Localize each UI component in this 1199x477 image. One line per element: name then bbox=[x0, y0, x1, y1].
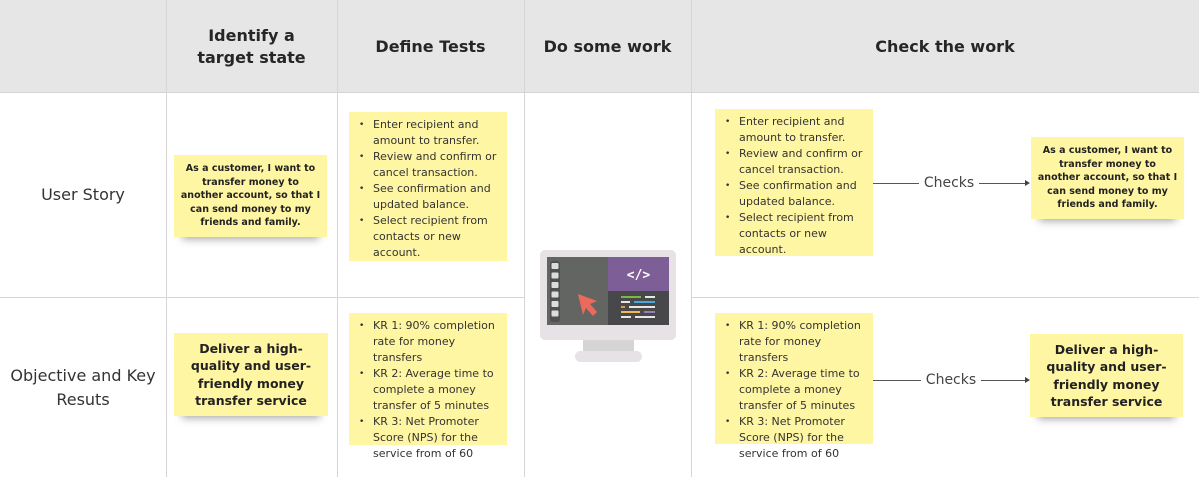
row-divider bbox=[0, 297, 524, 298]
list-item: KR 3: Net Promoter Score (NPS) for the s… bbox=[359, 414, 503, 462]
row-divider bbox=[691, 297, 1199, 298]
column-header-tests: Define Tests bbox=[375, 36, 486, 56]
list-item: Review and confirm or cancel transaction… bbox=[359, 149, 503, 181]
tests-list: KR 1: 90% completion rate for money tran… bbox=[715, 313, 873, 466]
sticky-note-check-tests-okr[interactable]: KR 1: 90% completion rate for money tran… bbox=[715, 313, 873, 460]
column-divider bbox=[337, 0, 338, 477]
tests-list: Enter recipient and amount to transfer. … bbox=[349, 112, 507, 265]
tests-list: KR 1: 90% completion rate for money tran… bbox=[349, 313, 507, 466]
svg-text:</>: </> bbox=[627, 268, 651, 283]
list-item: KR 1: 90% completion rate for money tran… bbox=[359, 318, 503, 366]
checks-connector-user-story[interactable]: Checks bbox=[873, 175, 1030, 191]
sticky-note-check-target-user-story[interactable]: As a customer, I want to transfer money … bbox=[1031, 137, 1184, 219]
column-divider bbox=[524, 0, 525, 477]
list-item: KR 1: 90% completion rate for money tran… bbox=[725, 318, 869, 366]
list-item: KR 3: Net Promoter Score (NPS) for the s… bbox=[725, 414, 869, 462]
list-item: See confirmation and updated balance. bbox=[725, 178, 869, 210]
header-band bbox=[0, 0, 1199, 93]
list-item: Enter recipient and amount to transfer. bbox=[359, 117, 503, 149]
list-item: KR 2: Average time to complete a money t… bbox=[359, 366, 503, 414]
row-label-user-story: User Story bbox=[41, 185, 125, 204]
column-header-work: Do some work bbox=[543, 36, 672, 56]
sticky-note-tests-okr[interactable]: KR 1: 90% completion rate for money tran… bbox=[349, 313, 507, 460]
list-item: Review and confirm or cancel transaction… bbox=[725, 146, 869, 178]
list-item: See confirmation and updated balance. bbox=[359, 181, 503, 213]
connector-label: Checks bbox=[925, 372, 977, 388]
list-item: Enter recipient and amount to transfer. bbox=[725, 114, 869, 146]
column-header-target: Identify a target state bbox=[197, 25, 306, 67]
sticky-note-tests-user-story[interactable]: Enter recipient and amount to transfer. … bbox=[349, 112, 507, 261]
list-item: Select recipient from contacts or new ac… bbox=[725, 210, 869, 258]
connector-label: Checks bbox=[923, 175, 975, 191]
sticky-note-check-tests-user-story[interactable]: Enter recipient and amount to transfer. … bbox=[715, 109, 873, 256]
row-label-okr: Objective and Key Resuts bbox=[10, 366, 156, 409]
list-item: Select recipient from contacts or new ac… bbox=[359, 213, 503, 261]
arrow-right-icon bbox=[1025, 180, 1030, 186]
sticky-note-check-target-okr[interactable]: Deliver a high-quality and user-friendly… bbox=[1030, 334, 1183, 417]
arrow-right-icon bbox=[1025, 377, 1030, 383]
sticky-note-target-user-story[interactable]: As a customer, I want to transfer money … bbox=[174, 155, 327, 237]
column-header-check: Check the work bbox=[875, 36, 1015, 56]
sticky-note-target-okr[interactable]: Deliver a high-quality and user-friendly… bbox=[174, 333, 328, 416]
checks-connector-okr[interactable]: Checks bbox=[873, 372, 1030, 388]
column-divider bbox=[691, 0, 692, 477]
tests-list: Enter recipient and amount to transfer. … bbox=[715, 109, 873, 262]
list-item: KR 2: Average time to complete a money t… bbox=[725, 366, 869, 414]
column-divider bbox=[166, 0, 167, 477]
computer-monitor-code-icon: </> bbox=[540, 250, 678, 363]
